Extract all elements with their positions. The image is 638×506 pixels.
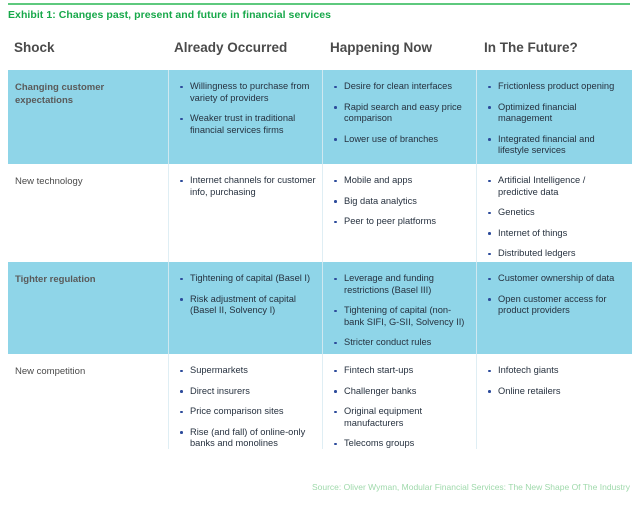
list-item: Genetics [487, 207, 626, 219]
list-item: Online retailers [487, 386, 626, 398]
list-item: Willingness to purchase from variety of … [179, 81, 316, 104]
bullet-list: Willingness to purchase from variety of … [179, 81, 316, 136]
cell-happening-now: Fintech start-ups Challenger banks Origi… [323, 354, 476, 450]
bullet-list: Supermarkets Direct insurers Price compa… [179, 365, 316, 450]
exhibit-title: Exhibit 1: Changes past, present and fut… [8, 9, 332, 21]
column-divider [476, 262, 477, 354]
bullet-list: Internet channels for customer info, pur… [179, 175, 316, 198]
column-divider [322, 70, 323, 164]
list-item: Frictionless product opening [487, 81, 626, 93]
list-item: Telecoms groups [333, 438, 470, 450]
list-item: Tightening of capital (non-bank SIFI, G-… [333, 305, 470, 328]
list-item: Price comparison sites [179, 406, 316, 418]
table-row: Changing customer expectations Willingne… [8, 70, 632, 164]
list-item: Original equipment manufacturers [333, 406, 470, 429]
cell-in-the-future: Artificial Intelligence / predictive dat… [477, 164, 632, 260]
list-item: Big data analytics [333, 196, 470, 208]
bullet-list: Leverage and funding restrictions (Basel… [333, 273, 470, 349]
list-item: Supermarkets [179, 365, 316, 377]
shock-label: New competition [15, 366, 86, 377]
list-item: Integrated financial and lifestyle servi… [487, 134, 626, 157]
column-divider [168, 70, 169, 164]
column-header-in-the-future: In The Future? [484, 40, 578, 55]
top-rule-divider [8, 3, 630, 5]
table-row: Tighter regulation Tightening of capital… [8, 262, 632, 354]
list-item: Mobile and apps [333, 175, 470, 187]
list-item: Peer to peer platforms [333, 216, 470, 228]
list-item: Rapid search and easy price comparison [333, 102, 470, 125]
shock-label: New technology [15, 176, 83, 187]
column-divider [168, 262, 169, 354]
shock-label: Tighter regulation [15, 274, 96, 285]
list-item: Weaker trust in traditional financial se… [179, 113, 316, 136]
bullet-list: Mobile and apps Big data analytics Peer … [333, 175, 470, 228]
cell-in-the-future: Infotech giants Online retailers [477, 354, 632, 397]
list-item: Risk adjustment of capital (Basel II, So… [179, 294, 316, 317]
cell-shock: New technology [8, 164, 168, 188]
cell-already-occurred: Tightening of capital (Basel I) Risk adj… [169, 262, 322, 317]
column-divider [322, 354, 323, 449]
cell-already-occurred: Willingness to purchase from variety of … [169, 70, 322, 136]
list-item: Desire for clean interfaces [333, 81, 470, 93]
cell-happening-now: Leverage and funding restrictions (Basel… [323, 262, 476, 349]
shock-label: Changing customer expectations [15, 82, 105, 106]
list-item: Infotech giants [487, 365, 626, 377]
list-item: Internet of things [487, 228, 626, 240]
list-item: Internet channels for customer info, pur… [179, 175, 316, 198]
cell-shock: Tighter regulation [8, 262, 168, 286]
table-row: New competition Supermarkets Direct insu… [8, 354, 632, 449]
cell-already-occurred: Internet channels for customer info, pur… [169, 164, 322, 198]
list-item: Optimized financial management [487, 102, 626, 125]
column-header-already-occurred: Already Occurred [174, 40, 288, 55]
cell-already-occurred: Supermarkets Direct insurers Price compa… [169, 354, 322, 450]
bullet-list: Infotech giants Online retailers [487, 365, 626, 397]
list-item: Tightening of capital (Basel I) [179, 273, 316, 285]
cell-happening-now: Mobile and apps Big data analytics Peer … [323, 164, 476, 228]
cell-shock: Changing customer expectations [8, 70, 168, 107]
cell-in-the-future: Frictionless product opening Optimized f… [477, 70, 632, 157]
column-divider [476, 164, 477, 262]
column-divider [168, 354, 169, 449]
bullet-list: Frictionless product opening Optimized f… [487, 81, 626, 157]
table-row: New technology Internet channels for cus… [8, 164, 632, 262]
column-divider [168, 164, 169, 262]
list-item: Rise (and fall) of online-only banks and… [179, 427, 316, 450]
list-item: Lower use of branches [333, 134, 470, 146]
list-item: Customer ownership of data [487, 273, 626, 285]
column-divider [322, 262, 323, 354]
bullet-list: Desire for clean interfaces Rapid search… [333, 81, 470, 145]
list-item: Direct insurers [179, 386, 316, 398]
column-header-shock: Shock [14, 40, 55, 55]
cell-in-the-future: Customer ownership of data Open customer… [477, 262, 632, 317]
bullet-list: Fintech start-ups Challenger banks Origi… [333, 365, 470, 450]
bullet-list: Artificial Intelligence / predictive dat… [487, 175, 626, 260]
list-item: Artificial Intelligence / predictive dat… [487, 175, 626, 198]
list-item: Distributed ledgers [487, 248, 626, 260]
list-item: Challenger banks [333, 386, 470, 398]
column-divider [476, 354, 477, 449]
list-item: Leverage and funding restrictions (Basel… [333, 273, 470, 296]
table-header-row: Shock Already Occurred Happening Now In … [8, 40, 632, 68]
bullet-list: Customer ownership of data Open customer… [487, 273, 626, 317]
list-item: Open customer access for product provide… [487, 294, 626, 317]
table-body: Changing customer expectations Willingne… [8, 70, 632, 449]
cell-shock: New competition [8, 354, 168, 378]
bullet-list: Tightening of capital (Basel I) Risk adj… [179, 273, 316, 317]
list-item: Stricter conduct rules [333, 337, 470, 349]
source-note: Source: Oliver Wyman, Modular Financial … [311, 482, 630, 492]
list-item: Fintech start-ups [333, 365, 470, 377]
column-divider [322, 164, 323, 262]
column-header-happening-now: Happening Now [330, 40, 432, 55]
cell-happening-now: Desire for clean interfaces Rapid search… [323, 70, 476, 145]
column-divider [476, 70, 477, 164]
